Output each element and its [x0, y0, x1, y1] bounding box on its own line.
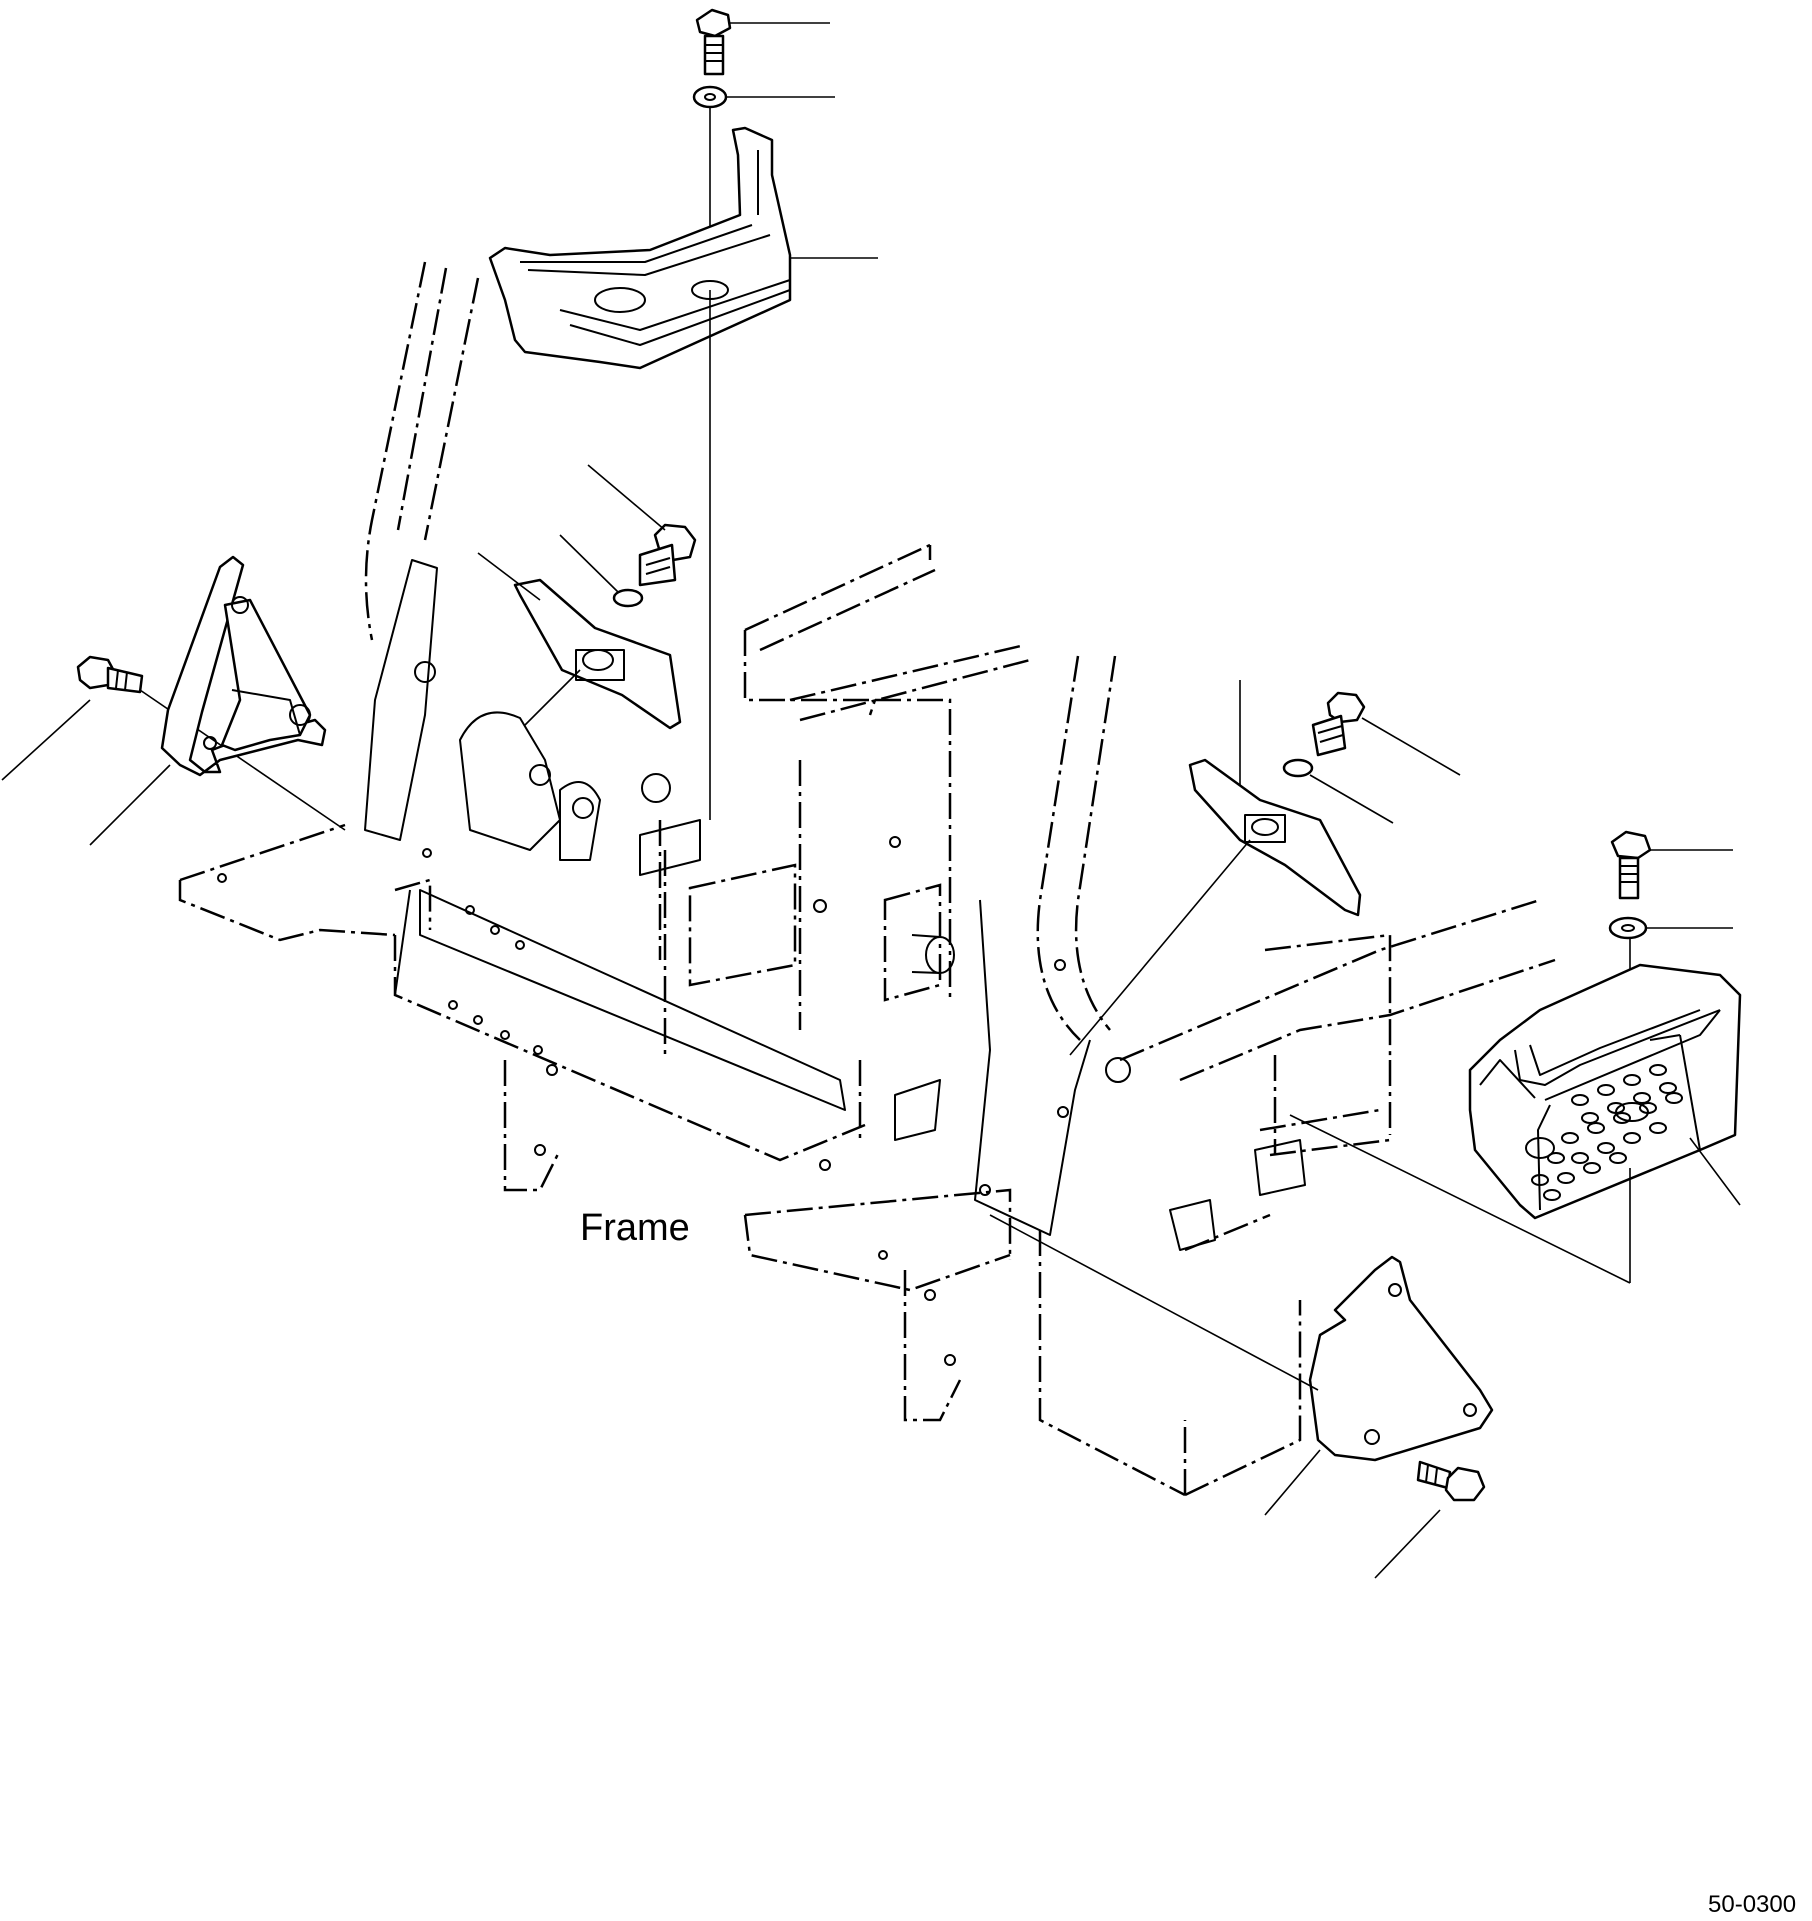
left-bracket-bolt-icon: [638, 523, 697, 587]
frame-label: Frame: [580, 1207, 690, 1249]
top-step-icon: [488, 126, 792, 370]
front-guard-bolt-icon: [1416, 1460, 1486, 1502]
top-step-bolt-icon: [695, 8, 732, 76]
left-bracket-washer-icon: [612, 588, 644, 608]
right-bracket-bolt-icon: [1311, 691, 1366, 757]
top-step-washer-icon: [692, 85, 728, 109]
right-bracket-plate-icon: [1188, 758, 1362, 917]
frame-assembly: [178, 261, 1556, 1497]
right-step-washer-icon: [1608, 916, 1648, 940]
step-holes: [1525, 1064, 1683, 1201]
right-step-icon: [1468, 963, 1742, 1220]
right-bracket-washer-icon: [1282, 758, 1314, 778]
left-guard-bolt-icon: [76, 655, 144, 694]
front-guard-icon: [1308, 1255, 1494, 1462]
drawing-code: 50-0300: [1708, 1891, 1796, 1918]
right-step-bolt-icon: [1610, 830, 1652, 900]
left-bracket-plate-icon: [513, 578, 682, 730]
left-side-guard-icon: [160, 555, 327, 777]
